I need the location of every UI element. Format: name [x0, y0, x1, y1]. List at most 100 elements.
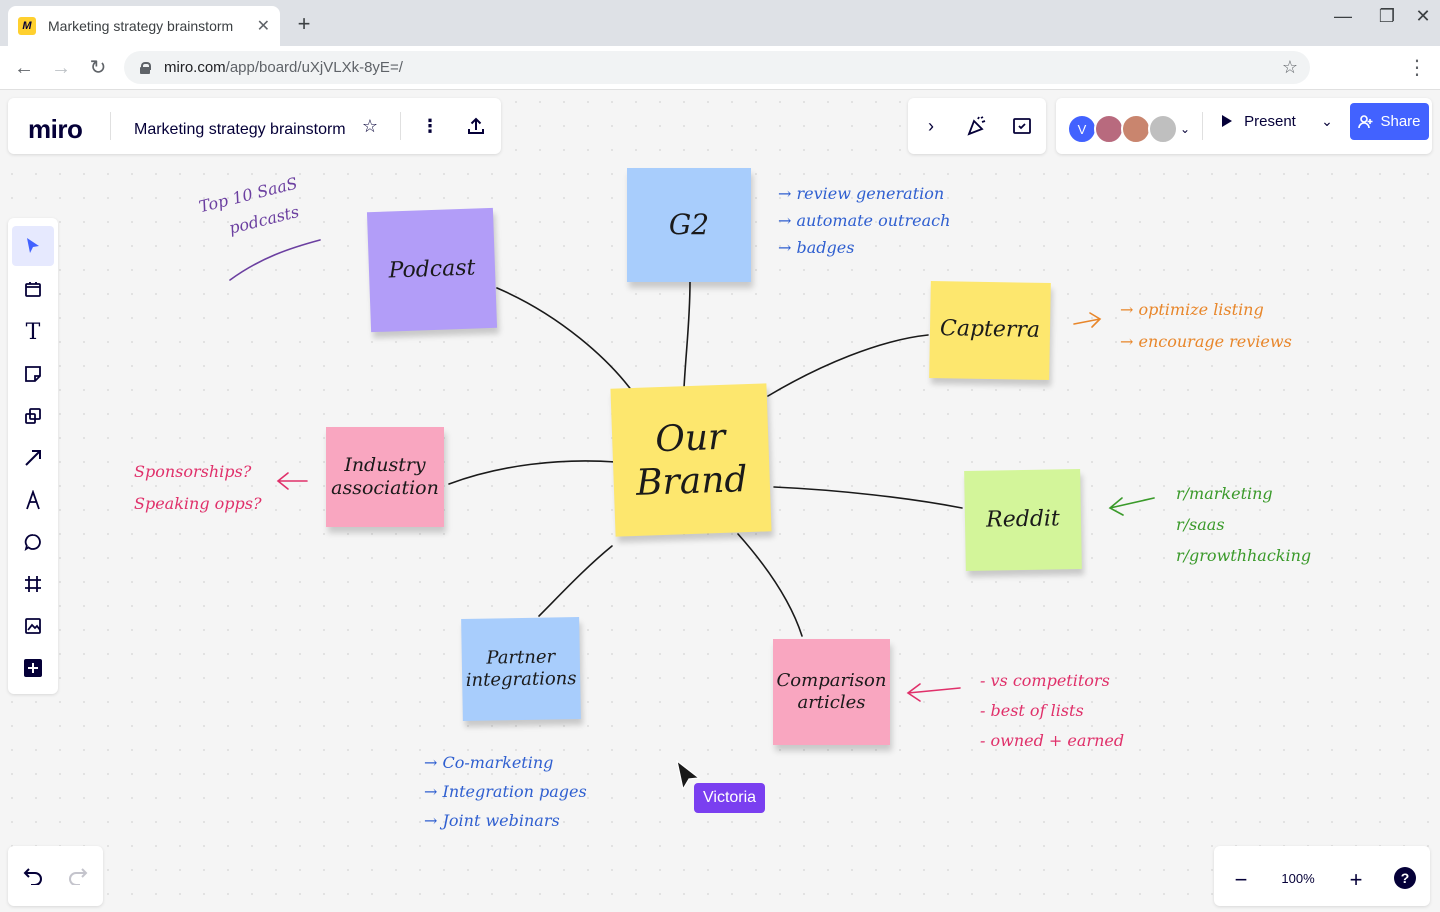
url-input[interactable]: miro.com /app/board/uXjVLXk-8yE=/ ☆: [124, 51, 1310, 84]
sticky-text: Partner: [486, 646, 556, 670]
sticky-podcast[interactable]: Podcast: [366, 207, 498, 333]
expand-chevron-icon[interactable]: ›: [928, 115, 934, 136]
star-icon[interactable]: ☆: [361, 115, 379, 136]
note-line: Speaking opps?: [134, 494, 262, 513]
board-title[interactable]: Marketing strategy brainstorm: [134, 121, 346, 138]
shapes-tool[interactable]: [12, 396, 54, 436]
note-line: → review generation: [778, 184, 945, 203]
window-close-icon[interactable]: ✕: [1415, 6, 1431, 26]
share-button[interactable]: Share: [1350, 103, 1429, 140]
templates-tool[interactable]: [12, 270, 54, 310]
browser-menu-icon[interactable]: ⋮: [1407, 57, 1427, 79]
note-reddit[interactable]: r/marketing r/saas r/growthhacking: [1176, 478, 1311, 571]
note-capterra[interactable]: → optimize listing → encourage reviews: [1120, 294, 1292, 358]
sticky-text: Brand: [635, 459, 749, 504]
new-tab-icon[interactable]: +: [297, 11, 311, 36]
zoom-in-icon[interactable]: +: [1349, 867, 1363, 892]
play-icon: [1222, 115, 1233, 127]
redo-icon[interactable]: [63, 861, 93, 891]
upload-tool[interactable]: [12, 606, 54, 646]
avatar[interactable]: V: [1067, 114, 1097, 144]
tab-close-icon[interactable]: ✕: [256, 18, 270, 35]
sticky-note-icon: [25, 366, 41, 382]
reactions-icon[interactable]: [962, 111, 992, 141]
avatar[interactable]: [1148, 114, 1178, 144]
bookmark-star-icon[interactable]: ☆: [1281, 57, 1298, 77]
restore-icon[interactable]: ❐: [1378, 6, 1396, 26]
plus-icon: [24, 659, 42, 677]
note-partner[interactable]: → Co-marketing → Integration pages → Joi…: [424, 748, 587, 835]
sticky-g2[interactable]: G2: [627, 168, 751, 282]
collaborator-cursor-icon: [676, 760, 701, 791]
back-icon[interactable]: ←: [14, 57, 34, 79]
shapes-icon: [25, 408, 41, 424]
arrow-line-icon: [25, 450, 41, 466]
divider: [1202, 112, 1203, 140]
zoom-level[interactable]: 100%: [1281, 871, 1315, 886]
note-industry[interactable]: Sponsorships? Speaking opps?: [134, 456, 262, 520]
select-tool[interactable]: [12, 226, 54, 266]
sticky-text: G2: [668, 208, 710, 242]
add-user-icon: [1358, 114, 1373, 128]
note-g2[interactable]: → review generation → automate outreach …: [778, 180, 950, 261]
connector-reddit: [773, 486, 963, 509]
collaboration-tools-panel: ›: [908, 98, 1046, 154]
undo-icon[interactable]: [18, 861, 48, 891]
collaborators-dropdown-icon[interactable]: ⌄: [1179, 122, 1191, 136]
more-options-icon[interactable]: ⋮: [421, 115, 439, 136]
arrow-comparison-note: [906, 683, 961, 702]
note-line: r/saas: [1176, 515, 1225, 534]
sticky-reddit[interactable]: Reddit: [964, 468, 1082, 572]
miro-favicon-icon: M: [18, 17, 36, 35]
sticky-text: Industry: [344, 454, 426, 477]
divider: [400, 112, 401, 140]
collaborator-cursor-label: Victoria: [694, 783, 766, 813]
connector-capterra: [767, 334, 929, 397]
note-comparison[interactable]: - vs competitors - best of lists - owned…: [980, 666, 1124, 756]
note-line: - vs competitors: [980, 671, 1110, 690]
text-tool[interactable]: T: [25, 319, 41, 345]
note-line: Sponsorships?: [134, 462, 252, 481]
avatar[interactable]: [1121, 114, 1151, 144]
note-line: - owned + earned: [980, 731, 1125, 750]
forward-icon[interactable]: →: [51, 57, 71, 79]
sticky-capterra[interactable]: Capterra: [929, 280, 1051, 381]
reload-icon[interactable]: ↻: [89, 57, 107, 79]
sticky-text: Comparison: [776, 670, 887, 692]
frame-template-icon: [25, 282, 41, 297]
pen-tool[interactable]: [12, 480, 54, 520]
export-icon[interactable]: [461, 111, 491, 141]
board-canvas[interactable]: miro Marketing strategy brainstorm ☆ ⋮ ›…: [0, 90, 1440, 912]
note-line: → Integration pages: [424, 782, 587, 801]
connectors: [229, 239, 1155, 702]
connector-comparison: [737, 533, 803, 637]
minimize-icon[interactable]: —: [1334, 6, 1352, 26]
sticky-text: Reddit: [985, 506, 1061, 533]
present-button[interactable]: Present: [1214, 104, 1304, 138]
connector-g2: [683, 281, 691, 389]
present-options-chevron-icon[interactable]: ⌄: [1321, 112, 1333, 129]
browser-tab-bar: M Marketing strategy brainstorm ✕ + — ❐ …: [0, 0, 1440, 46]
present-label: Present: [1244, 112, 1296, 130]
connection-line-tool[interactable]: [12, 438, 54, 478]
board-header-panel: miro Marketing strategy brainstorm ☆ ⋮: [8, 98, 501, 154]
frame-tool[interactable]: [12, 564, 54, 604]
browser-tab[interactable]: M Marketing strategy brainstorm ✕: [8, 6, 280, 46]
sticky-note-tool[interactable]: [12, 354, 54, 394]
miro-logo[interactable]: miro: [28, 114, 83, 144]
comment-tool[interactable]: [12, 522, 54, 562]
note-line: - best of lists: [980, 701, 1084, 720]
note-line: → badges: [778, 238, 855, 257]
help-icon[interactable]: ?: [1394, 867, 1416, 889]
cursor-icon: [27, 238, 39, 253]
zoom-out-icon[interactable]: −: [1234, 867, 1248, 892]
avatar[interactable]: [1094, 114, 1124, 144]
notes-icon[interactable]: [1007, 111, 1037, 141]
url-path: /app/board/uXjVLXk-8yE=/: [225, 59, 403, 76]
divider: [110, 112, 111, 140]
more-apps-tool[interactable]: [12, 648, 54, 688]
